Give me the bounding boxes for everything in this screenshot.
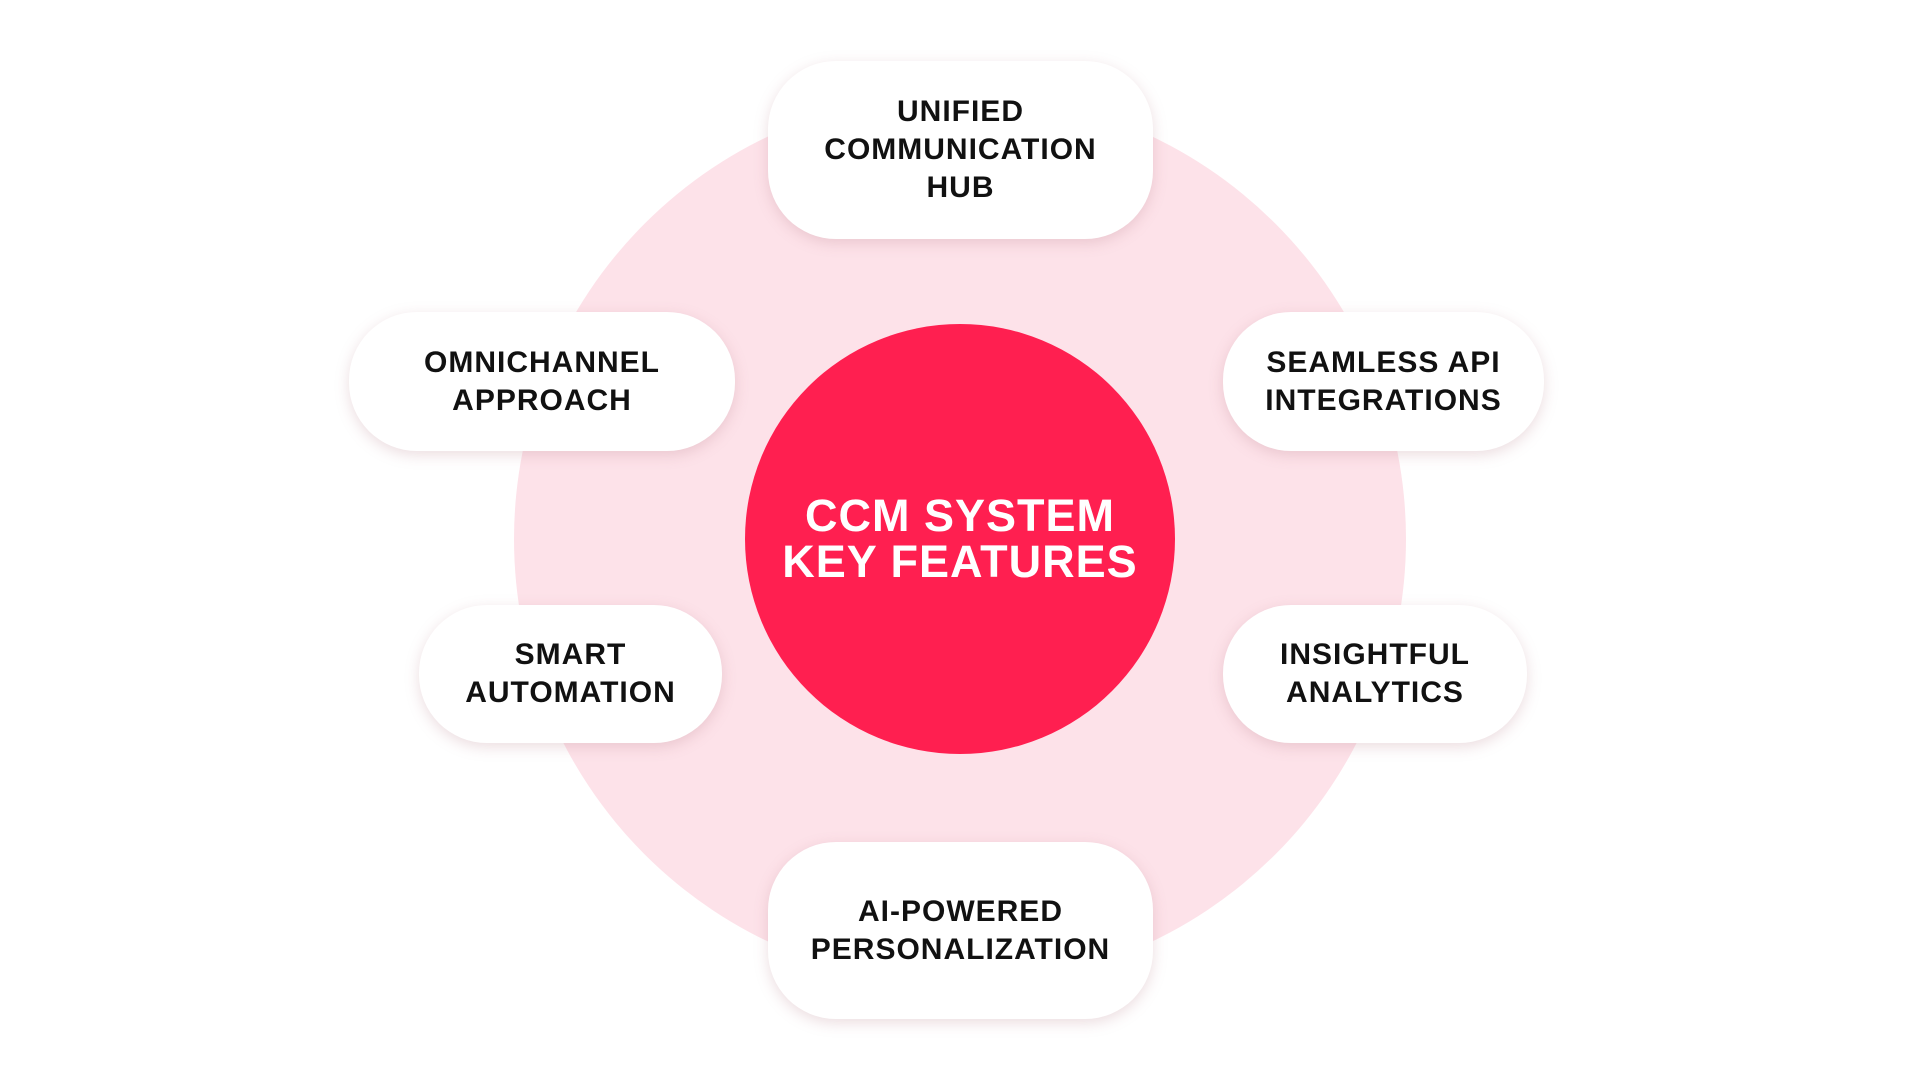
feature-label: SMART AUTOMATION [465, 638, 676, 709]
feature-label: AI-POWERED PERSONALIZATION [810, 894, 1111, 966]
feature-omnichannel-approach: OMNICHANNEL APPROACH [349, 312, 735, 451]
feature-label: UNIFIED COMMUNICATION HUB [824, 95, 1097, 204]
feature-label: INSIGHTFUL ANALYTICS [1280, 638, 1470, 709]
feature-ai-powered-personalization: AI-POWERED PERSONALIZATION [768, 842, 1153, 1019]
feature-insightful-analytics: INSIGHTFUL ANALYTICS [1223, 605, 1527, 743]
feature-label: OMNICHANNEL APPROACH [424, 345, 660, 417]
feature-smart-automation: SMART AUTOMATION [419, 605, 722, 743]
feature-label: SEAMLESS API INTEGRATIONS [1265, 345, 1502, 417]
feature-seamless-api-integrations: SEAMLESS API INTEGRATIONS [1223, 312, 1544, 451]
center-circle: CCM SYSTEM KEY FEATURES [745, 324, 1175, 754]
center-title: CCM SYSTEM KEY FEATURES [782, 490, 1138, 587]
feature-unified-communication-hub: UNIFIED COMMUNICATION HUB [768, 61, 1153, 239]
